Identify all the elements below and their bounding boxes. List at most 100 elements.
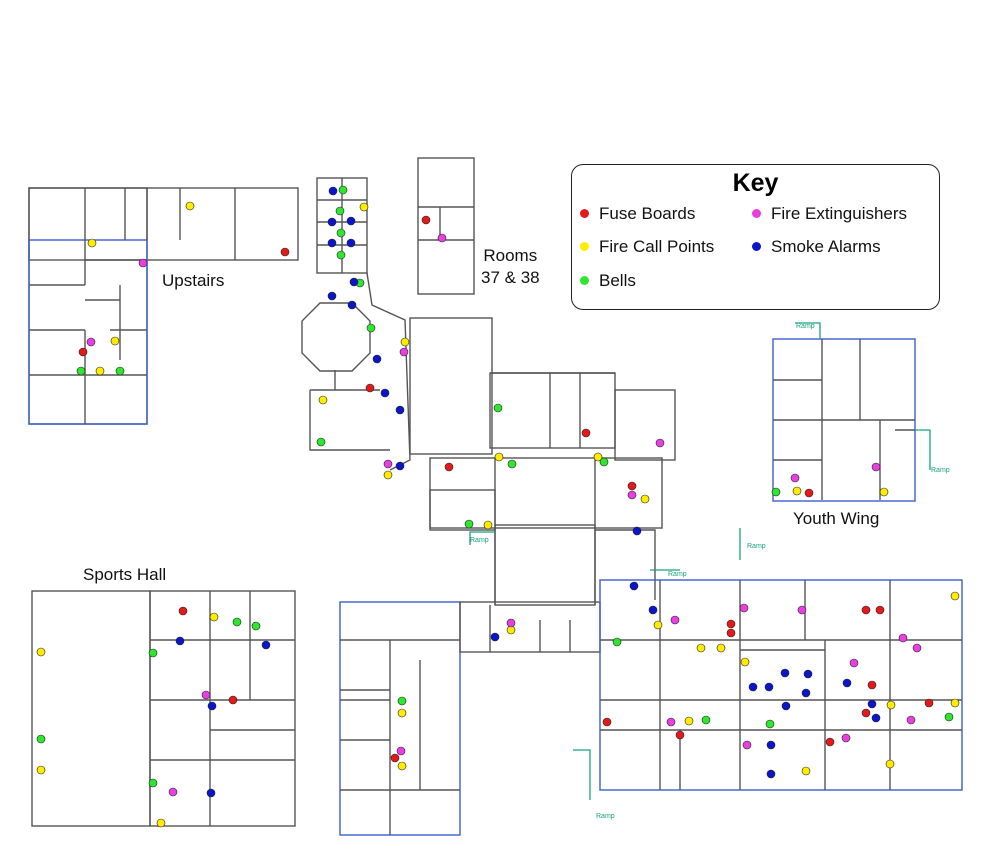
smoke-alarm-marker — [395, 405, 405, 415]
fire-extinguisher-marker — [396, 746, 406, 756]
fire-extinguisher-marker — [912, 643, 922, 653]
fire-call-point-marker — [593, 452, 603, 462]
fire-extinguisher-marker — [383, 459, 393, 469]
smoke-alarm-marker — [380, 388, 390, 398]
legend-label: Fire Extinguishers — [771, 204, 908, 223]
fuse-board-marker — [726, 619, 736, 629]
fire-call-point-marker — [397, 761, 407, 771]
legend-title: Key — [732, 169, 779, 197]
fire-extinguisher-marker — [627, 490, 637, 500]
fire-call-point-marker — [209, 612, 219, 622]
fuse-board-marker — [581, 428, 591, 438]
fuse-board-marker — [875, 605, 885, 615]
smoke-alarm-marker — [372, 354, 382, 364]
fire-extinguisher-marker — [655, 438, 665, 448]
fuse-board-marker — [867, 680, 877, 690]
fuse-board-marker — [602, 717, 612, 727]
bell-marker — [148, 778, 158, 788]
fire-extinguisher-marker — [906, 715, 916, 725]
smoke-alarm-marker — [346, 216, 356, 226]
area-label-youth-wing: Youth Wing — [793, 509, 880, 528]
bell-marker — [701, 715, 711, 725]
legend-swatch — [752, 242, 761, 252]
smoke-alarm-marker — [261, 640, 271, 650]
smoke-alarm-marker — [395, 461, 405, 471]
smoke-alarm-marker — [766, 769, 776, 779]
fire-extinguisher-marker — [742, 740, 752, 750]
fire-extinguisher-marker — [849, 658, 859, 668]
smoke-alarm-marker — [867, 699, 877, 709]
bell-marker — [316, 437, 326, 447]
area-label-rooms-37-38: Rooms 37 & 38 — [481, 245, 540, 289]
legend-label: Bells — [599, 271, 636, 290]
fire-call-point-marker — [886, 700, 896, 710]
smoke-alarm-marker — [347, 300, 357, 310]
smoke-alarm-marker — [206, 788, 216, 798]
fire-extinguisher-marker — [201, 690, 211, 700]
upstairs-outline — [28, 187, 299, 261]
smoke-alarm-marker — [748, 682, 758, 692]
legend-label: Fuse Boards — [599, 204, 696, 223]
fire-extinguisher-marker — [670, 615, 680, 625]
rooms-label-line2: 37 & 38 — [481, 268, 540, 287]
fuse-board-marker — [78, 347, 88, 357]
fire-call-point-marker — [397, 708, 407, 718]
smoke-alarm-marker — [175, 636, 185, 646]
bell-marker — [765, 719, 775, 729]
bell-marker — [771, 487, 781, 497]
legend-swatch — [580, 276, 589, 286]
fire-call-point-marker — [36, 647, 46, 657]
smoke-alarm-marker — [327, 291, 337, 301]
fire-call-point-marker — [740, 657, 750, 667]
ramp-label: Ramp — [796, 323, 815, 330]
ramp-label: Ramp — [470, 537, 489, 544]
rooms-37-38-outline — [417, 157, 475, 295]
fire-call-point-marker — [36, 765, 46, 775]
fire-extinguisher-marker — [666, 717, 676, 727]
fuse-board-marker — [228, 695, 238, 705]
ramp-label: Ramp — [596, 813, 615, 820]
fire-extinguisher-marker — [437, 233, 447, 243]
bell-marker — [944, 712, 954, 722]
fire-call-point-marker — [640, 494, 650, 504]
fire-extinguisher-marker — [790, 473, 800, 483]
smoke-alarm-marker — [780, 668, 790, 678]
fire-extinguisher-marker — [898, 633, 908, 643]
fire-call-point-marker — [318, 395, 328, 405]
bell-marker — [338, 185, 348, 195]
ramp-label: Ramp — [668, 571, 687, 578]
fuse-board-marker — [421, 215, 431, 225]
fire-call-point-marker — [110, 336, 120, 346]
fuse-board-marker — [924, 698, 934, 708]
bell-marker — [115, 366, 125, 376]
fire-call-point-marker — [359, 202, 369, 212]
fire-call-point-marker — [879, 487, 889, 497]
smoke-alarm-marker — [346, 238, 356, 248]
fuse-board-marker — [365, 383, 375, 393]
fire-call-point-marker — [483, 520, 493, 530]
bell-marker — [397, 696, 407, 706]
area-label-upstairs: Upstairs — [162, 271, 225, 290]
fire-call-point-marker — [95, 366, 105, 376]
area-label-sports-hall: Sports Hall — [83, 565, 167, 584]
smoke-alarm-marker — [871, 713, 881, 723]
fuse-board-marker — [825, 737, 835, 747]
fire-call-point-marker — [950, 698, 960, 708]
legend-label: Fire Call Points — [599, 237, 715, 256]
bell-marker — [336, 250, 346, 260]
smoke-alarm-marker — [327, 238, 337, 248]
bell-marker — [464, 519, 474, 529]
ramp-label: Ramp — [747, 543, 766, 550]
fire-extinguisher-marker — [797, 605, 807, 615]
fuse-board-marker — [178, 606, 188, 616]
fuse-board-marker — [804, 488, 814, 498]
fire-call-point-marker — [185, 201, 195, 211]
fire-extinguisher-marker — [871, 462, 881, 472]
smoke-alarm-marker — [328, 186, 338, 196]
rooms-label-line1: Rooms — [483, 246, 538, 265]
fire-call-point-marker — [792, 486, 802, 496]
bell-marker — [148, 648, 158, 658]
smoke-alarm-marker — [349, 277, 359, 287]
bell-marker — [251, 621, 261, 631]
